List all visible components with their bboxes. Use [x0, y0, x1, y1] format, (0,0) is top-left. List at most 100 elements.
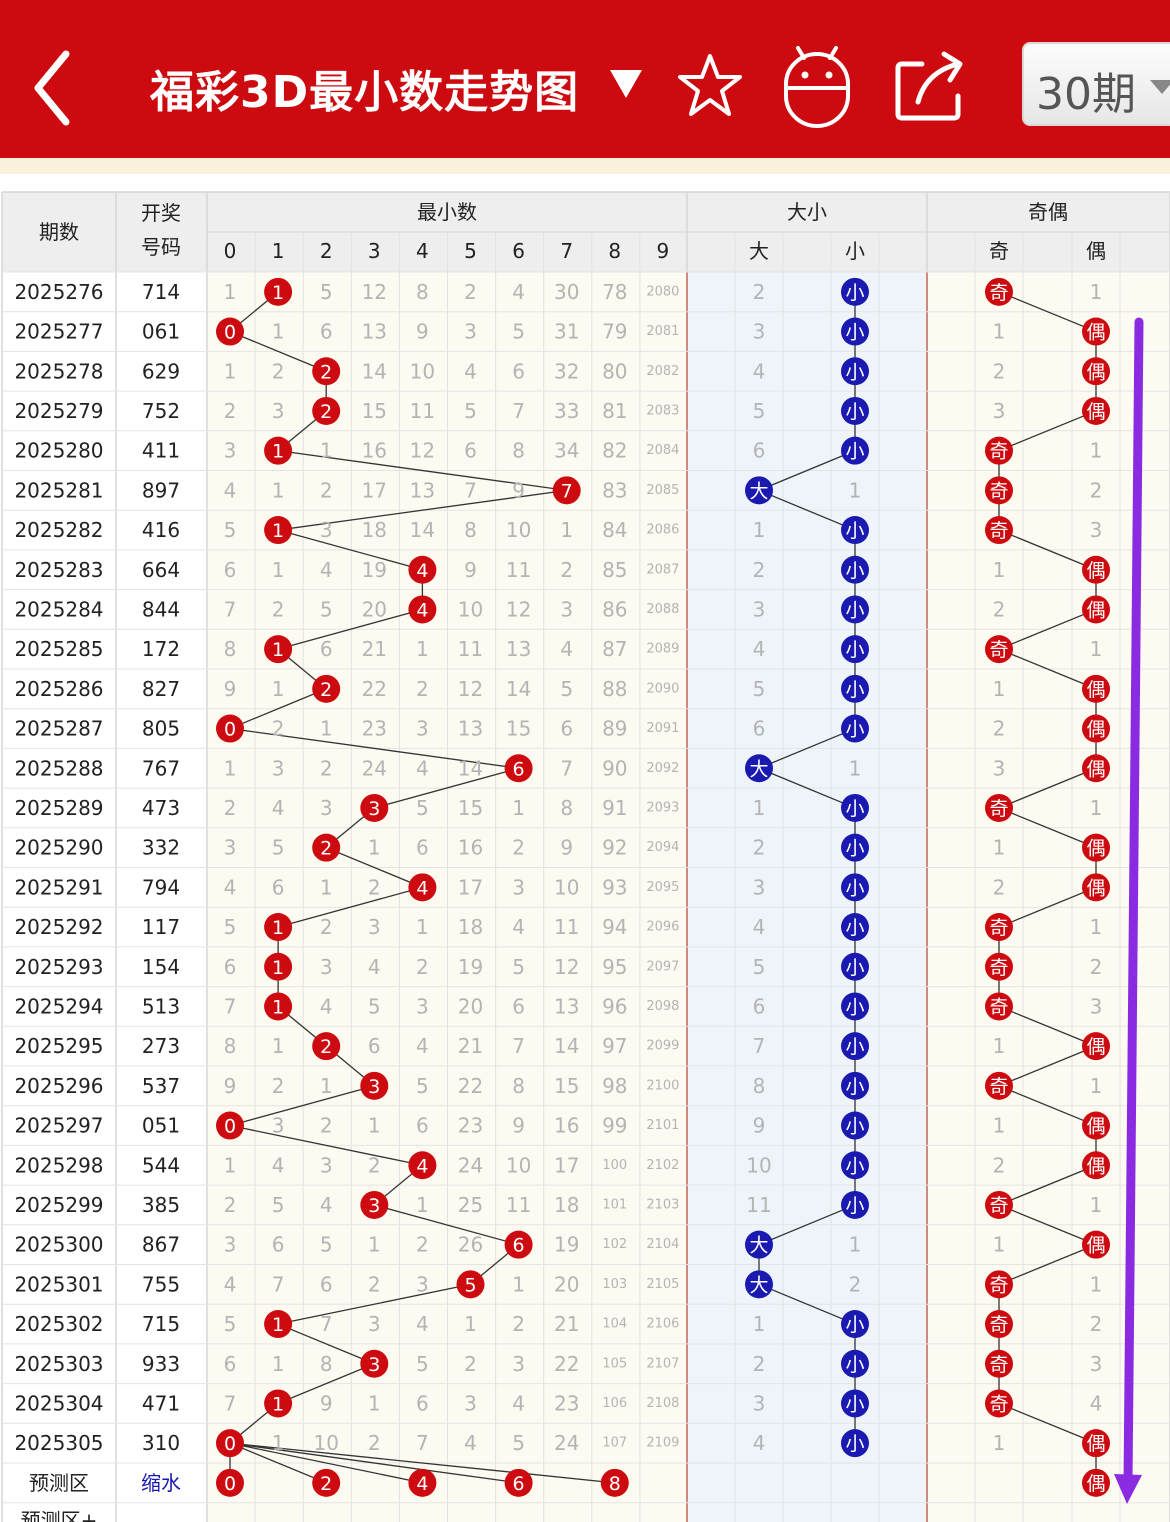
size-ball[interactable] [841, 436, 869, 465]
parity-ball[interactable] [1082, 357, 1110, 386]
min-number-ball[interactable] [312, 1032, 341, 1061]
min-number-ball[interactable] [216, 714, 244, 743]
predict-ball[interactable] [312, 1468, 341, 1497]
size-ball[interactable] [841, 833, 869, 862]
parity-ball[interactable] [1082, 873, 1110, 902]
share-icon[interactable] [892, 50, 968, 124]
parity-ball[interactable] [1082, 555, 1110, 584]
parity-ball[interactable] [1082, 1111, 1110, 1140]
parity-ball[interactable] [1082, 1151, 1110, 1180]
min-number-ball[interactable] [264, 1389, 293, 1418]
size-ball[interactable] [841, 1349, 869, 1378]
parity-ball[interactable] [1082, 833, 1110, 862]
parity-ball[interactable] [1082, 1230, 1110, 1259]
parity-ball[interactable] [1082, 674, 1110, 703]
predict-ball[interactable] [408, 1468, 437, 1497]
size-ball[interactable] [841, 913, 869, 942]
size-ball[interactable] [841, 357, 869, 386]
min-number-ball[interactable] [312, 357, 341, 386]
parity-ball[interactable] [1082, 317, 1110, 346]
min-number-ball[interactable] [312, 833, 341, 862]
min-number-ball[interactable] [456, 1270, 485, 1299]
size-ball[interactable] [841, 277, 869, 306]
size-ball[interactable] [841, 1310, 869, 1339]
min-number-ball[interactable] [408, 595, 437, 624]
min-number-ball[interactable] [504, 1230, 533, 1259]
star-icon[interactable] [676, 52, 744, 120]
parity-ball[interactable] [985, 793, 1013, 822]
size-ball[interactable] [745, 1270, 773, 1299]
min-number-ball[interactable] [264, 913, 293, 942]
robot-icon[interactable] [780, 44, 854, 128]
predict-ball[interactable] [504, 1468, 533, 1497]
parity-ball[interactable] [985, 277, 1013, 306]
min-number-ball[interactable] [264, 952, 293, 981]
min-number-ball[interactable] [312, 674, 341, 703]
size-ball[interactable] [841, 714, 869, 743]
size-ball[interactable] [841, 873, 869, 902]
parity-ball[interactable] [1082, 1032, 1110, 1061]
min-number-ball[interactable] [264, 277, 293, 306]
predict-ball[interactable] [600, 1468, 629, 1497]
parity-ball[interactable] [985, 635, 1013, 664]
size-ball[interactable] [841, 555, 869, 584]
size-ball[interactable] [841, 516, 869, 545]
min-number-ball[interactable] [216, 1429, 244, 1458]
min-number-ball[interactable] [408, 1151, 437, 1180]
size-ball[interactable] [841, 1151, 869, 1180]
parity-ball[interactable] [985, 436, 1013, 465]
parity-ball[interactable] [1082, 595, 1110, 624]
predict-ball[interactable] [216, 1468, 244, 1497]
size-ball[interactable] [745, 1230, 773, 1259]
min-number-ball[interactable] [264, 635, 293, 664]
size-ball[interactable] [841, 396, 869, 425]
min-number-ball[interactable] [552, 476, 581, 505]
min-number-ball[interactable] [360, 1190, 389, 1219]
parity-ball[interactable] [985, 913, 1013, 942]
predict-parity-ball[interactable] [1082, 1468, 1110, 1497]
size-ball[interactable] [841, 595, 869, 624]
back-icon[interactable] [28, 48, 78, 128]
parity-ball[interactable] [985, 1310, 1013, 1339]
size-ball[interactable] [841, 793, 869, 822]
size-ball[interactable] [841, 674, 869, 703]
page-title[interactable]: 福彩3D最小数走势图 [150, 67, 580, 118]
size-ball[interactable] [841, 1111, 869, 1140]
min-number-ball[interactable] [264, 992, 293, 1021]
min-number-ball[interactable] [408, 873, 437, 902]
size-ball[interactable] [745, 754, 773, 783]
size-ball[interactable] [841, 1389, 869, 1418]
min-number-ball[interactable] [264, 516, 293, 545]
size-ball[interactable] [841, 1429, 869, 1458]
min-number-ball[interactable] [408, 555, 437, 584]
parity-ball[interactable] [985, 1270, 1013, 1299]
parity-ball[interactable] [985, 1349, 1013, 1378]
min-number-ball[interactable] [360, 1071, 389, 1100]
dropdown-triangle-icon[interactable] [606, 64, 646, 104]
parity-ball[interactable] [1082, 1429, 1110, 1458]
size-ball[interactable] [841, 1190, 869, 1219]
parity-ball[interactable] [1082, 754, 1110, 783]
parity-ball[interactable] [985, 1190, 1013, 1219]
parity-ball[interactable] [985, 1389, 1013, 1418]
size-ball[interactable] [841, 317, 869, 346]
parity-ball[interactable] [985, 1071, 1013, 1100]
min-number-ball[interactable] [360, 1349, 389, 1378]
size-ball[interactable] [841, 1032, 869, 1061]
parity-ball[interactable] [985, 516, 1013, 545]
size-ball[interactable] [841, 1071, 869, 1100]
parity-ball[interactable] [985, 476, 1013, 505]
size-ball[interactable] [841, 635, 869, 664]
min-number-ball[interactable] [360, 793, 389, 822]
size-ball[interactable] [841, 992, 869, 1021]
min-number-ball[interactable] [504, 754, 533, 783]
parity-ball[interactable] [1082, 396, 1110, 425]
min-number-ball[interactable] [216, 317, 244, 346]
min-number-ball[interactable] [312, 396, 341, 425]
size-ball[interactable] [841, 952, 869, 981]
parity-ball[interactable] [985, 992, 1013, 1021]
parity-ball[interactable] [1082, 714, 1110, 743]
shrink-link[interactable]: 缩水 [141, 1471, 181, 1495]
min-number-ball[interactable] [264, 1310, 293, 1339]
min-number-ball[interactable] [264, 436, 293, 465]
